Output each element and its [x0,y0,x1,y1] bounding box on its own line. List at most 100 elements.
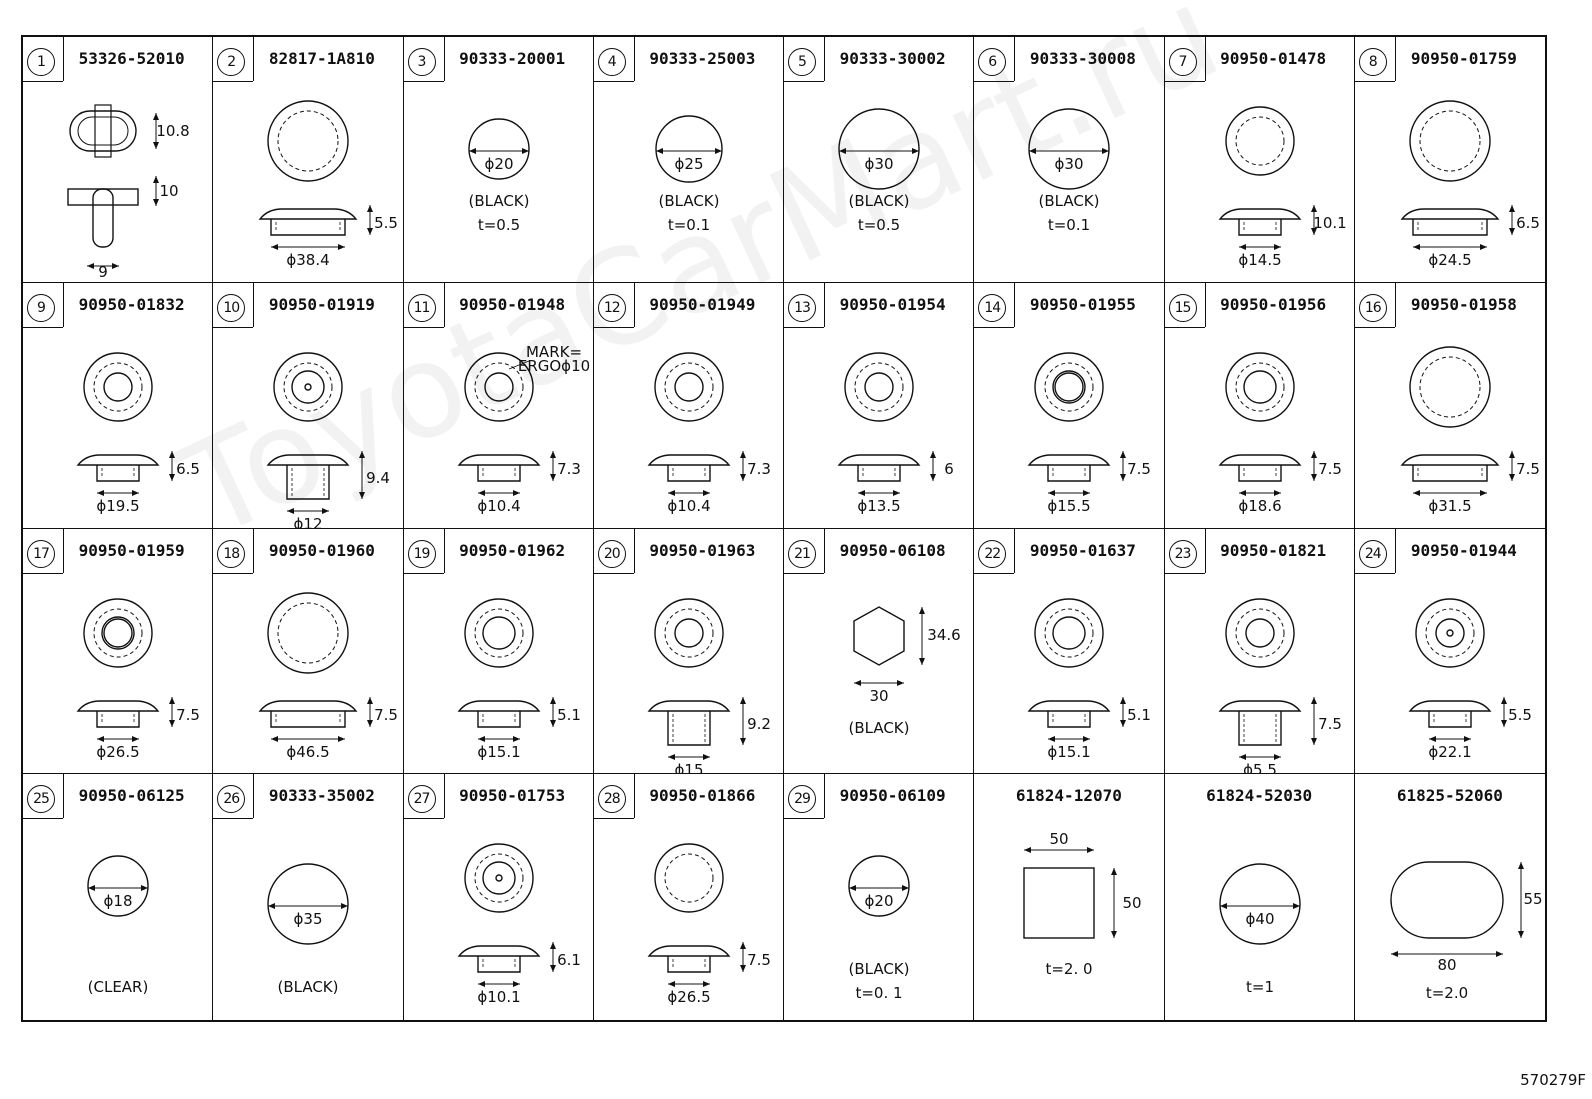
part-number: 90950-01948 [459,294,566,314]
number-box-divider [1164,326,1205,328]
diameter-label: ϕ30 [865,155,894,173]
item-number-badge: 15 [1168,293,1197,322]
number-box-divider [1014,37,1016,81]
part-number: 90950-01759 [1410,49,1517,68]
item-number-badge: 3 [407,48,436,76]
dimension-label: 10.1 [1313,214,1346,232]
item-number-badge: 23 [1168,539,1197,568]
part-number: 90950-01753 [459,786,566,806]
note-label: (BLACK) [658,192,719,210]
part-number: 90950-01821 [1220,540,1327,560]
dimension-label: 5.5 [1508,706,1532,724]
thickness-note: t=2. 0 [1046,960,1093,978]
part-drawing: 7.5ϕ5.5 [1218,597,1341,773]
note-label: t=1 [1246,978,1274,996]
item-number-badge: 2 [217,48,246,76]
number-box-divider [824,774,825,819]
number-box-divider [443,282,445,327]
part-drawing: 34.630(BLACK) [848,605,961,737]
item-number-badge: 22 [978,539,1007,568]
dimension-label: 5.1 [557,706,581,724]
dimension-label: 34.6 [927,626,960,644]
dimension-label: 7.5 [747,951,771,969]
number-box-divider [63,528,64,573]
number-box-divider [403,81,444,82]
number-box-divider [824,528,825,573]
number-box-divider [403,572,444,574]
diameter-label: ϕ46.5 [287,743,330,761]
dimension-label: 9.2 [747,715,771,733]
number-box-divider [23,818,63,820]
number-box-divider [1204,37,1206,81]
part-number: 90950-01956 [1220,294,1327,314]
item-number-badge: 14 [978,293,1007,322]
number-box-divider [1164,81,1205,82]
mark-note: MARK= [525,343,581,361]
diameter-label: ϕ20 [484,155,513,173]
figure-id: 570279F [1520,1071,1586,1089]
part-number: 90950-01919 [268,294,375,314]
number-box-divider [593,81,634,82]
item-number-badge: 13 [788,293,816,322]
part-number: 90950-01944 [1410,540,1517,560]
part-number: 90950-01478 [1220,49,1327,68]
color-note: (BLACK) [848,719,909,737]
item-number-badge: 21 [788,539,816,568]
part-number: 90950-01866 [649,786,756,806]
note-label: (CLEAR) [88,978,149,996]
dimension-label: 50 [1123,894,1142,912]
item-number-badge: 7 [1168,48,1197,76]
dimension-label: 7.3 [557,460,581,478]
part-number: 90333-35002 [268,786,375,806]
part-number: 90950-01960 [268,540,375,560]
number-box-divider [633,528,635,573]
number-box-divider [1354,572,1395,574]
number-box-divider [213,572,254,574]
diameter-label: ϕ15.5 [1048,497,1091,515]
part-number: 90333-25003 [649,49,756,68]
number-box-divider [593,818,634,820]
note-label: (BLACK) [278,978,339,996]
part-drawing: ϕ35(BLACK) [267,863,349,996]
part-number: 90950-01955 [1029,294,1136,314]
item-number-badge: 4 [597,48,626,76]
diameter-label: ϕ38.4 [287,251,330,269]
number-box-divider [1014,282,1016,327]
note-label: t=0.1 [668,216,710,234]
number-box-divider [63,37,64,81]
item-number-badge: 10 [217,293,246,322]
part-number: 90950-01637 [1029,540,1136,560]
number-box-divider [633,282,635,327]
number-box-divider [1204,528,1206,573]
item-number-badge: 28 [597,785,626,814]
part-number: 90950-01832 [78,294,185,314]
part-number: 90333-20001 [459,49,566,68]
note-label: t=0.5 [858,216,900,234]
dimension-label: 6.5 [1516,214,1540,232]
number-box-divider [633,37,635,81]
part-number: 61825-52060 [1396,786,1503,806]
number-box-divider [1014,528,1016,573]
number-box-divider [784,818,824,820]
number-box-divider [253,528,255,573]
